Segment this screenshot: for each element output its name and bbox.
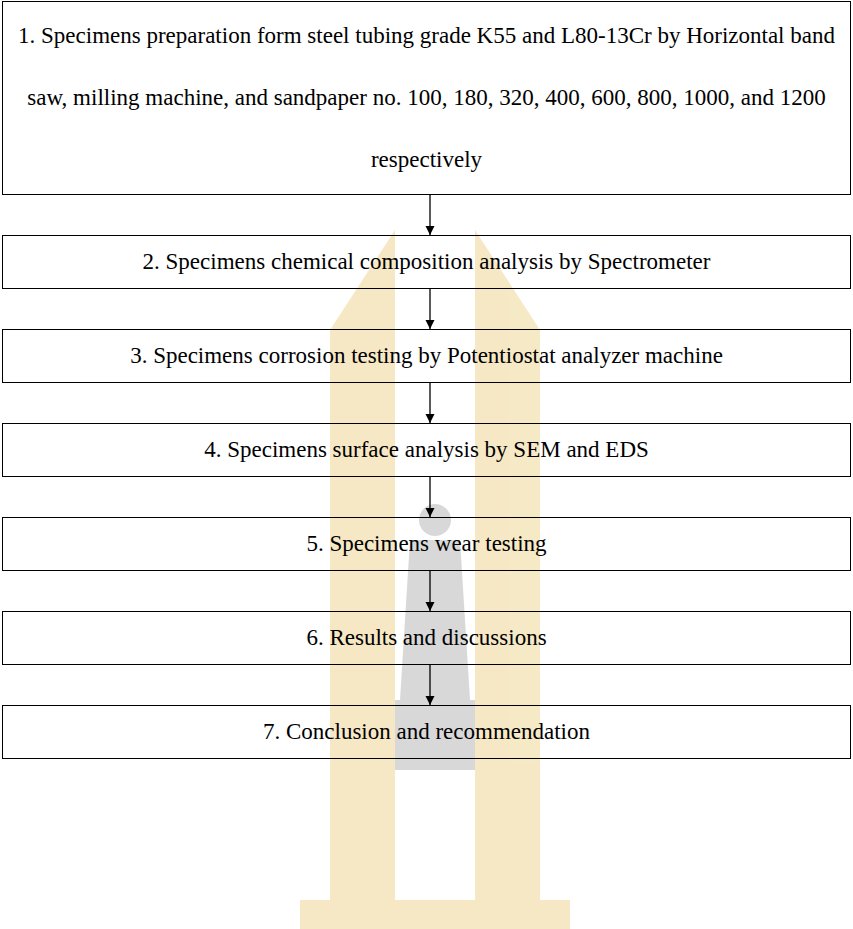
process-box: 7. Conclusion and recommendation — [2, 705, 851, 759]
process-box: 1. Specimens preparation form steel tubi… — [2, 1, 851, 195]
step-text: 6. Results and discussions — [306, 625, 546, 651]
figure-body — [400, 540, 470, 700]
step-text: 3. Specimens corrosion testing by Potent… — [130, 343, 723, 369]
process-box: 6. Results and discussions — [2, 611, 851, 665]
process-box: 5. Specimens wear testing — [2, 517, 851, 571]
process-box: 3. Specimens corrosion testing by Potent… — [2, 329, 851, 383]
process-box: 4. Specimens surface analysis by SEM and… — [2, 423, 851, 477]
watermark-emblem — [300, 230, 570, 929]
gate-base — [300, 900, 570, 929]
flow-arrow — [429, 289, 430, 329]
step-text: 7. Conclusion and recommendation — [263, 719, 590, 745]
step-text: 4. Specimens surface analysis by SEM and… — [204, 437, 649, 463]
gate-pillar — [330, 230, 395, 900]
step-text: 2. Specimens chemical composition analys… — [143, 249, 711, 275]
flow-arrow — [429, 571, 430, 611]
gate-pillar — [475, 230, 540, 900]
flow-arrow — [429, 195, 430, 235]
flow-arrow — [429, 383, 430, 423]
step-text: 5. Specimens wear testing — [306, 531, 546, 557]
step-text: 1. Specimens preparation form steel tubi… — [15, 5, 838, 191]
flow-arrow — [429, 665, 430, 705]
process-box: 2. Specimens chemical composition analys… — [2, 235, 851, 289]
flow-arrow — [429, 477, 430, 517]
